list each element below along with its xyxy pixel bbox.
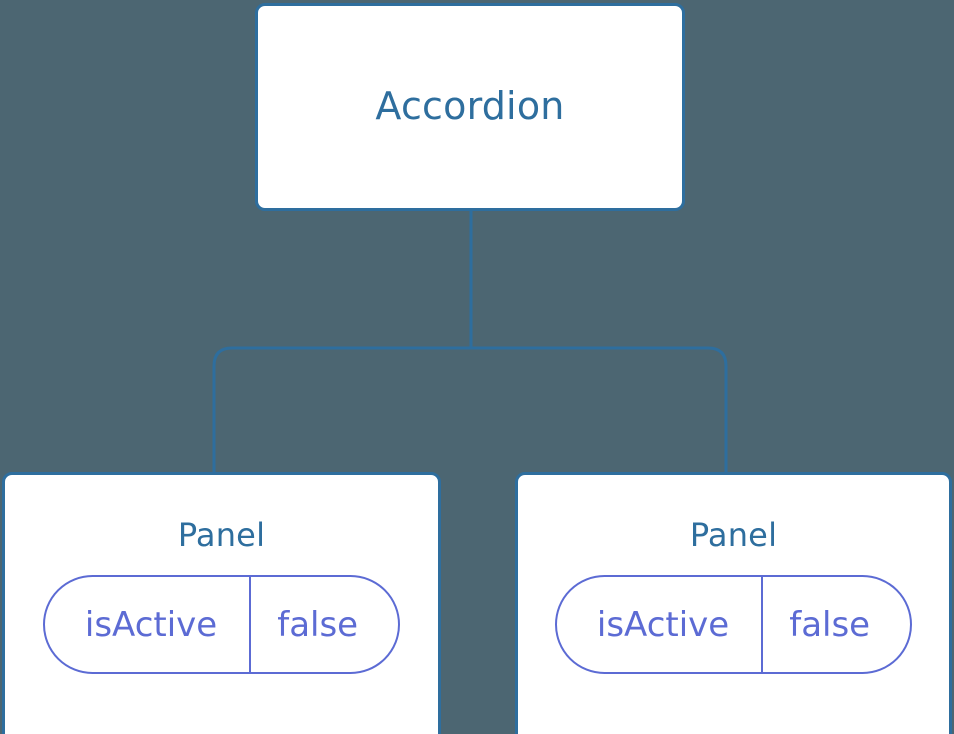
edge-root-to-panel-2 <box>471 346 728 474</box>
state-key-panel-2: isActive <box>596 604 730 645</box>
node-panel-2[interactable]: Panel isActive false <box>515 472 952 734</box>
state-value-panel-2: false <box>761 577 910 673</box>
state-pill-panel-2[interactable]: isActive false <box>554 575 913 675</box>
node-accordion-label: Accordion <box>375 84 565 129</box>
node-panel-2-label: Panel <box>689 516 778 554</box>
state-pill-panel-1[interactable]: isActive false <box>42 575 401 675</box>
node-panel-1-label: Panel <box>177 516 266 554</box>
node-panel-1[interactable]: Panel isActive false <box>2 472 441 734</box>
state-key-panel-1: isActive <box>84 604 218 645</box>
state-value-panel-1: false <box>249 577 398 673</box>
edge-root-to-panel-1 <box>212 346 471 474</box>
node-accordion[interactable]: Accordion <box>255 3 685 211</box>
